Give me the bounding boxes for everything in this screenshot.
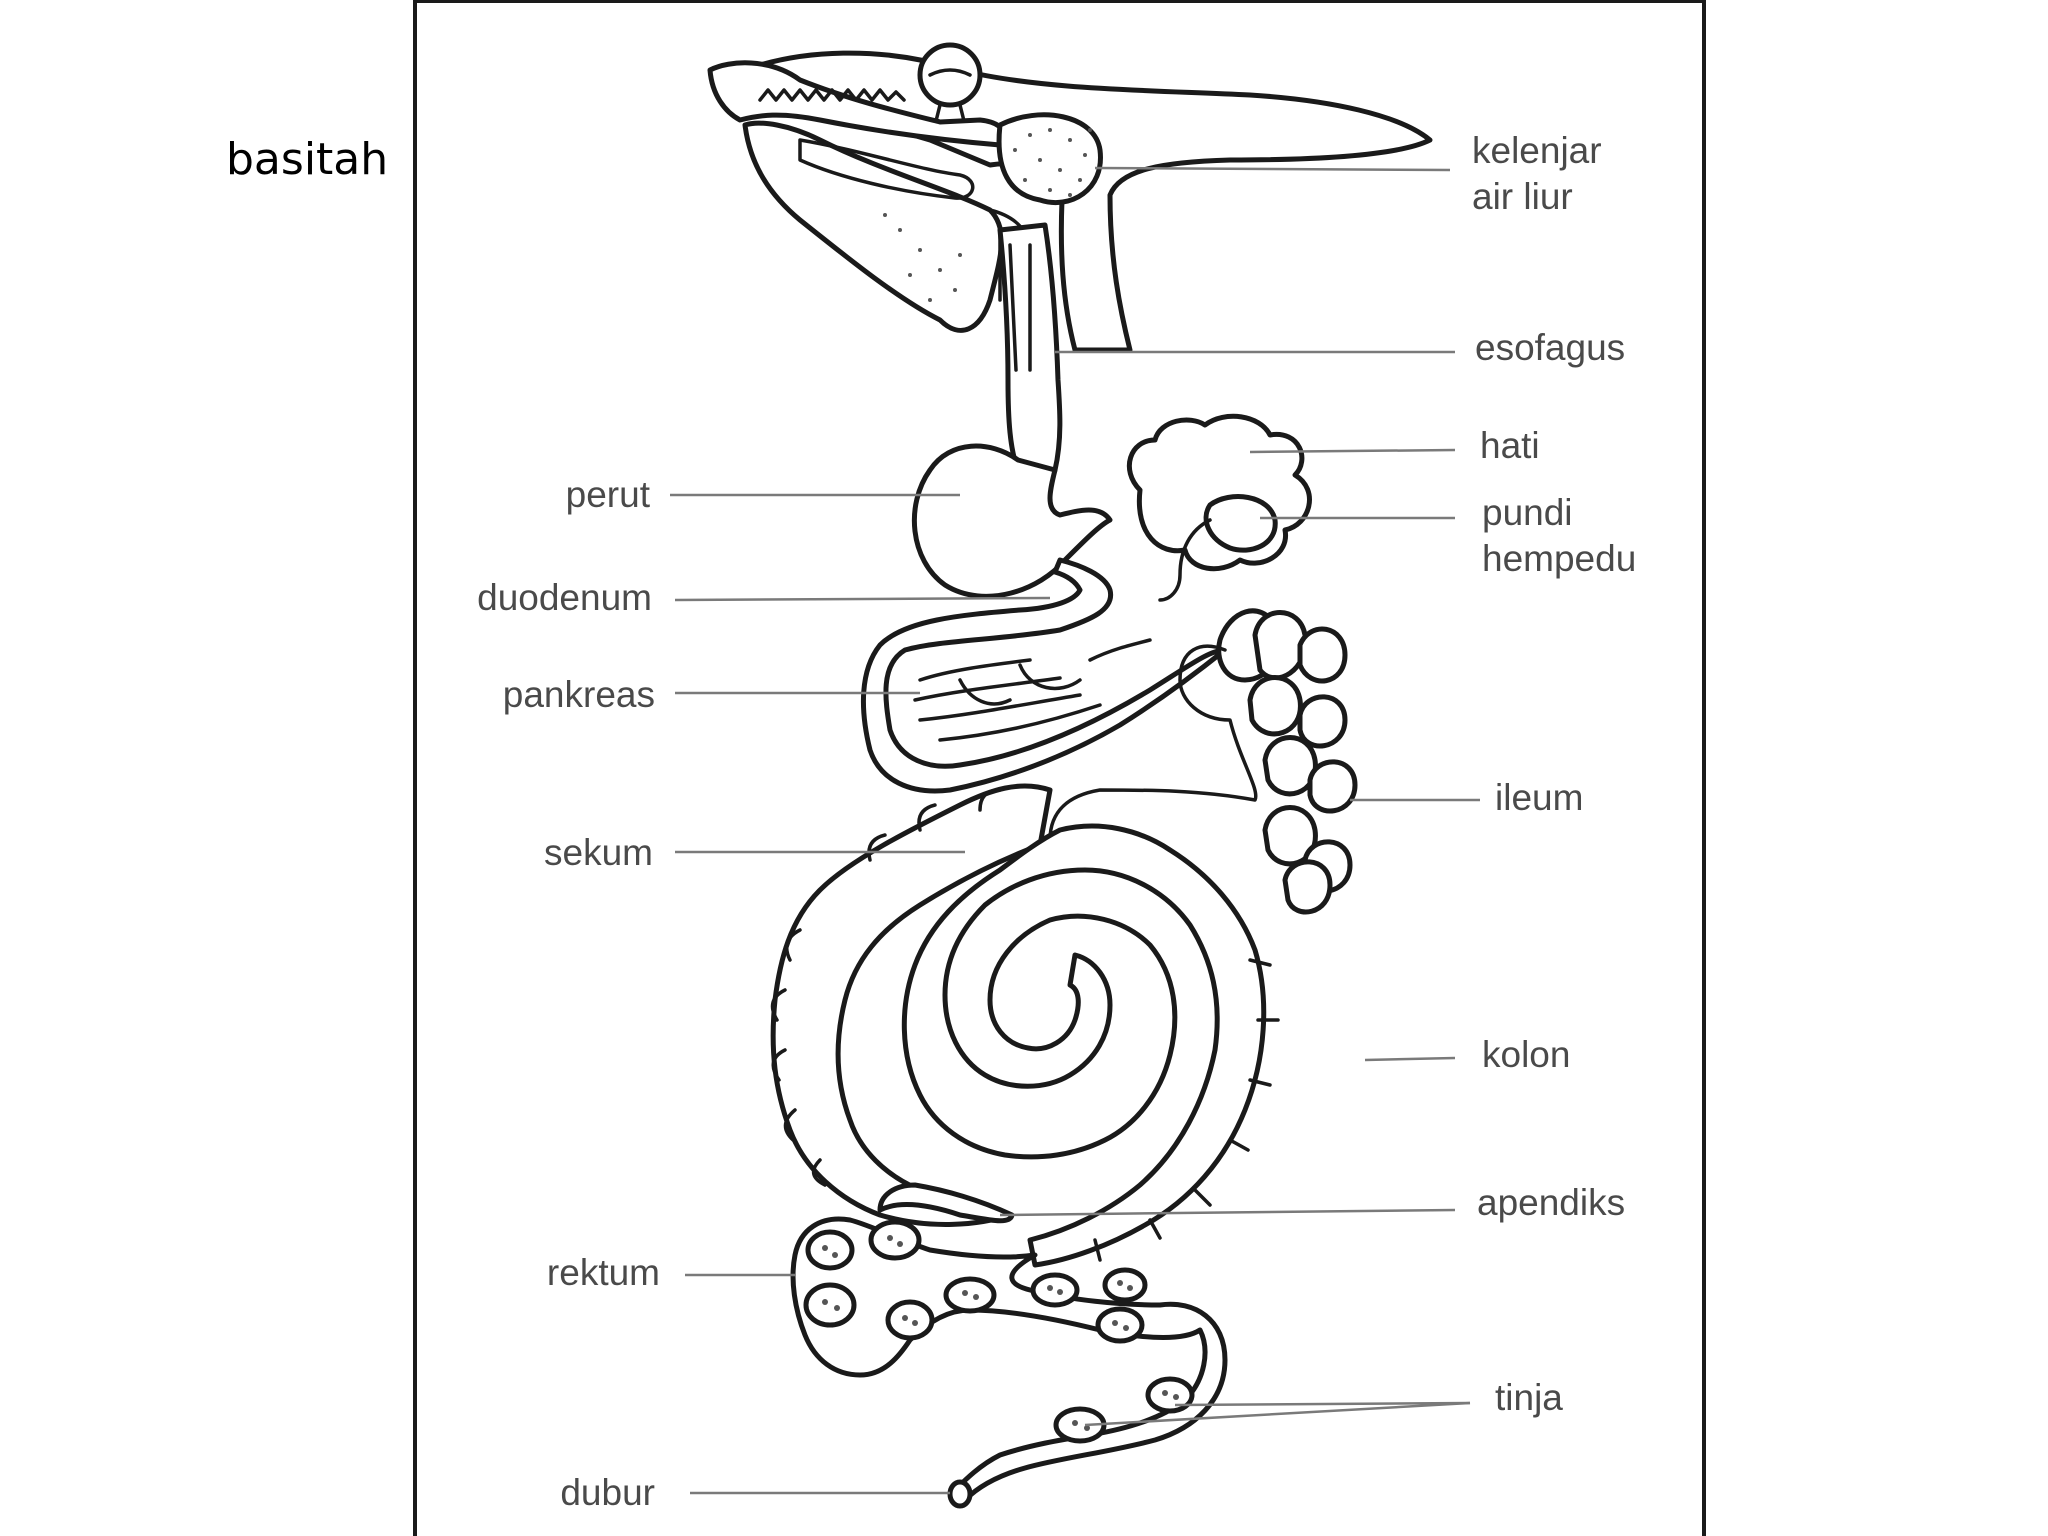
label-rectum: rektum <box>546 1252 660 1293</box>
ileum-connector <box>1048 644 1258 842</box>
label-stomach: perut <box>565 474 650 515</box>
ileum-coil-5 <box>1297 694 1348 749</box>
label-liver: hati <box>1480 425 1540 466</box>
label-appendix: apendiks <box>1477 1182 1626 1223</box>
leader-lines <box>670 166 1480 1495</box>
pancreas-tissue <box>913 638 1152 742</box>
colon-folds <box>1093 958 1280 1262</box>
caecum <box>770 783 1053 1227</box>
teeth <box>758 88 906 102</box>
diagram-frame <box>413 0 1706 1536</box>
ileum-coils <box>1048 608 1358 915</box>
trachea <box>1008 243 1032 372</box>
rabbit-head <box>707 42 1433 353</box>
ileum-coil-6 <box>1262 735 1318 797</box>
label-pancreas: pankreas <box>502 674 655 715</box>
eye <box>917 42 983 108</box>
ileum-coil-10 <box>1282 859 1333 915</box>
colon <box>901 823 1267 1268</box>
label-colon: kolon <box>1482 1034 1571 1075</box>
label-anus: dubur <box>560 1472 655 1513</box>
tongue <box>798 138 975 200</box>
gall-bladder <box>1203 494 1278 553</box>
pellet-stipple <box>822 1235 1179 1431</box>
label-caecum: sekum <box>544 832 653 873</box>
salivary-gland-stipple <box>883 128 1092 302</box>
anus <box>947 1479 973 1509</box>
liver <box>1126 413 1312 572</box>
faecal-pellets <box>803 1219 1195 1444</box>
eye-pupil <box>928 68 972 77</box>
ileum-coil-7 <box>1307 759 1358 814</box>
label-ileum: ileum <box>1495 777 1584 818</box>
ileum-coil-8 <box>1262 805 1318 867</box>
label-duodenum: duodenum <box>477 577 652 618</box>
slide-title: basitah <box>226 134 389 185</box>
caecum-folds <box>770 788 1002 1187</box>
rectum <box>790 1216 1228 1503</box>
label-esophagus: esofagus <box>1475 327 1626 368</box>
label-salivary-gland: kelenjar air liur <box>1472 130 1602 217</box>
ileum-coil-4 <box>1247 675 1303 737</box>
label-gall-bladder: pundi hempedu <box>1482 492 1637 579</box>
label-faeces: tinja <box>1495 1377 1563 1418</box>
ileum-coil-3 <box>1297 626 1348 684</box>
bile-duct <box>1158 518 1212 602</box>
